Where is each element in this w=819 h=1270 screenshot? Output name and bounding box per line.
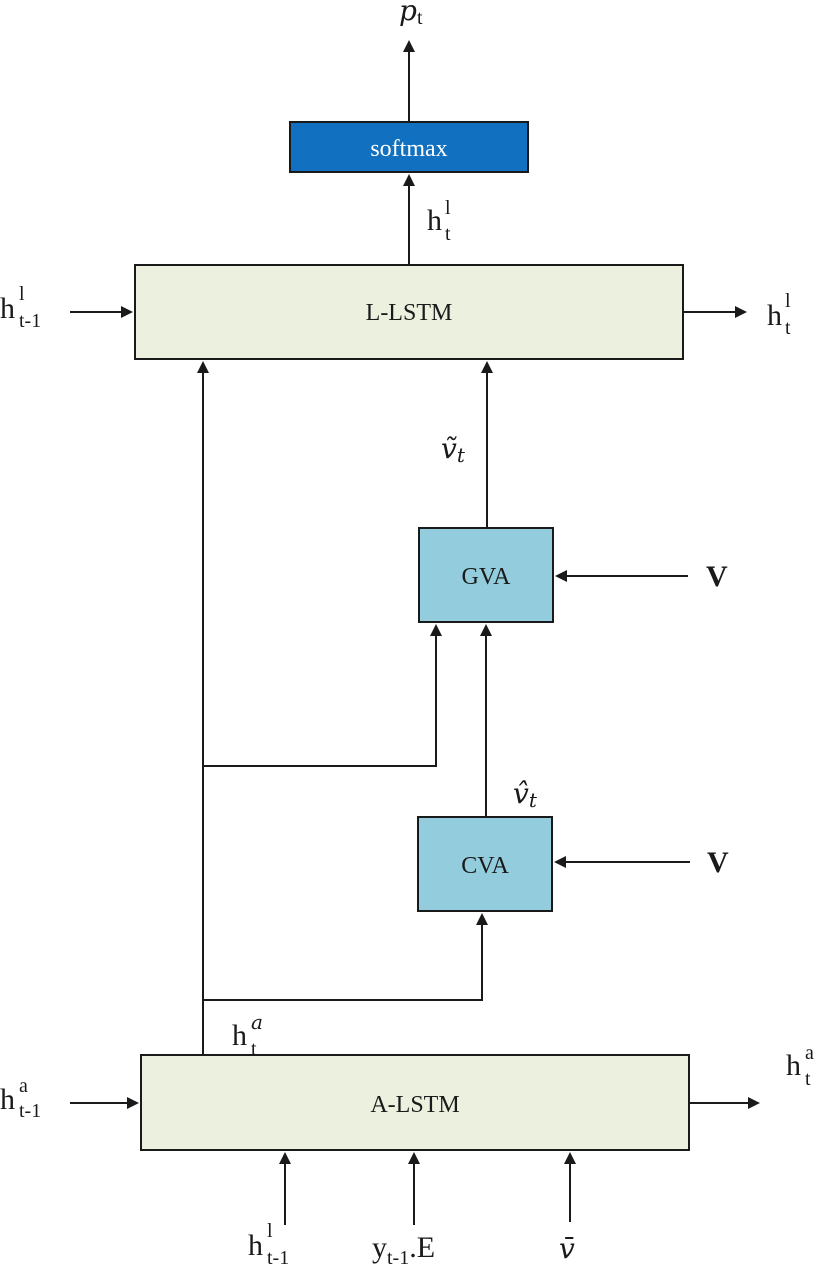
softmax-box: softmax [289, 121, 529, 173]
svg-text:h: h [0, 292, 15, 325]
v-gva-label: V [706, 560, 728, 593]
svg-text:a: a [19, 1075, 28, 1097]
svg-text:l: l [19, 283, 25, 305]
svg-text:l: l [267, 1220, 273, 1242]
svg-text:h: h [786, 1049, 801, 1082]
svg-text:t: t [785, 317, 791, 339]
l-lstm-label: L-LSTM [366, 300, 453, 326]
v-tilde-t-label: ṽt [441, 432, 466, 467]
cva-label: CVA [461, 853, 509, 879]
y-e-label: yt-1.E [372, 1231, 435, 1269]
ha-prev-left-label: h a t-1 [0, 1075, 41, 1122]
arrow-ha-to-gva [203, 624, 442, 767]
a-lstm-label: A-LSTM [370, 1092, 459, 1118]
arrow-ha-to-cva [203, 913, 488, 1001]
svg-text:t: t [805, 1068, 811, 1090]
svg-text:h: h [248, 1229, 263, 1262]
svg-text:a: a [251, 1010, 263, 1034]
svg-text:h: h [232, 1019, 247, 1052]
gva-label: GVA [462, 564, 512, 590]
svg-text:l: l [445, 197, 451, 219]
hl-prev-bottom-label: h l t-1 [248, 1220, 289, 1269]
svg-text:t-1: t-1 [19, 1100, 41, 1122]
a-lstm-box: A-LSTM [140, 1054, 690, 1151]
hl-t-right-label: h l t [767, 290, 791, 339]
hl-t-top-label: h l t [427, 197, 451, 245]
ha-t-right-label: h a t [786, 1042, 814, 1090]
gva-box: GVA [418, 527, 554, 623]
ha-t-label: h a t [232, 1010, 263, 1060]
v-cva-label: V [707, 846, 729, 879]
p-t-label: pt [399, 0, 423, 29]
hl-prev-left-label: h l t-1 [0, 283, 41, 332]
svg-text:h: h [767, 299, 782, 332]
svg-text:a: a [805, 1042, 814, 1064]
svg-text:h: h [427, 204, 442, 237]
svg-text:l: l [785, 290, 791, 312]
v-hat-t-label: v̂t [513, 777, 538, 812]
v-bar-label: v̄ [559, 1232, 575, 1265]
svg-text:t: t [251, 1038, 257, 1060]
l-lstm-box: L-LSTM [134, 264, 684, 360]
svg-text:t-1: t-1 [19, 310, 41, 332]
softmax-label: softmax [370, 136, 447, 162]
svg-text:h: h [0, 1083, 15, 1116]
svg-text:t: t [445, 223, 451, 245]
svg-text:t-1: t-1 [267, 1247, 289, 1269]
cva-box: CVA [417, 816, 553, 912]
